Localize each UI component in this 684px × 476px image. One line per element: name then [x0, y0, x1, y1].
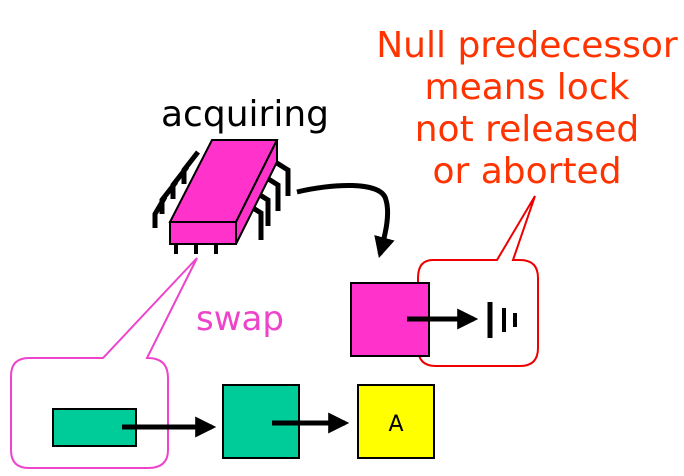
node-a-label: A — [388, 412, 403, 437]
callout-line-2: means lock — [425, 67, 630, 108]
callout-line-1: Null predecessor — [376, 25, 678, 66]
chip-icon — [152, 139, 291, 254]
null-predecessor-callout-text: Null predecessor means lock not released… — [376, 25, 678, 192]
tail-callout-bubble — [10, 257, 198, 469]
acquire-arrow — [296, 182, 395, 259]
ground-symbol-icon — [487, 302, 517, 338]
null-predecessor-callout-bubble — [417, 195, 539, 367]
acquiring-label: acquiring — [161, 94, 329, 135]
swap-label: swap — [196, 299, 284, 339]
callout-line-4: or aborted — [432, 151, 621, 192]
callout-line-3: not released — [415, 109, 640, 150]
node-a — [357, 384, 435, 459]
